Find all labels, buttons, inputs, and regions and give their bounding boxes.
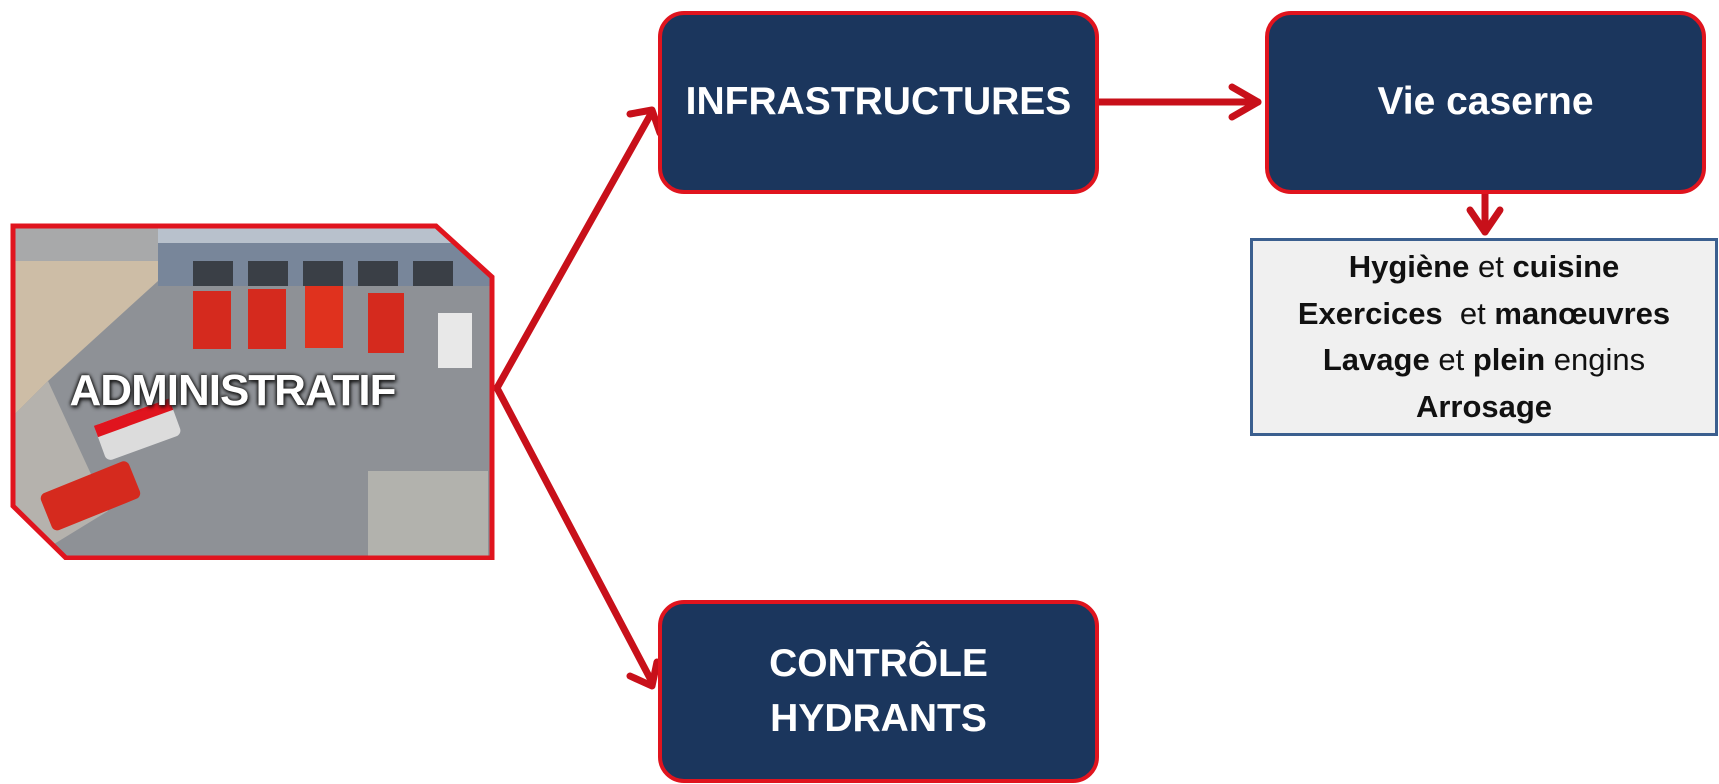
arrow-head (626, 658, 661, 690)
detail-bold: Exercices (1297, 295, 1443, 331)
detail-bold: Lavage (1322, 342, 1430, 377)
arrow-head (1228, 83, 1262, 121)
administratif-label: ADMINISTRATIF (69, 365, 397, 415)
detail-line: Lavage et plein engins (1323, 337, 1645, 384)
detail-line: Arrosage (1416, 384, 1552, 431)
detail-line: Hygiène et cuisine (1349, 244, 1620, 291)
detail-bold: cuisine (1512, 249, 1620, 284)
detail-bold: manœuvres (1494, 295, 1671, 331)
controle-hydrants-node[interactable]: CONTRÔLE HYDRANTS (658, 600, 1099, 783)
detail-text: et (1429, 342, 1473, 377)
controle-label-line1: CONTRÔLE (769, 641, 988, 685)
fire-station-photo (10, 223, 495, 560)
detail-bold: Hygiène (1348, 249, 1470, 284)
arrow-head (1466, 206, 1504, 236)
controle-label-line2: HYDRANTS (770, 696, 987, 740)
vie-caserne-details: Hygiène et cuisine Exercices et manœuvre… (1250, 238, 1718, 436)
vie-caserne-label: Vie caserne (1377, 80, 1594, 124)
infrastructures-label: INFRASTRUCTURES (685, 80, 1072, 124)
detail-line: Exercices et manœuvres (1298, 291, 1670, 338)
infrastructures-node[interactable]: INFRASTRUCTURES (658, 11, 1099, 194)
detail-text: engins (1545, 342, 1646, 377)
arrow-root-to-infrastructures (493, 108, 656, 392)
detail-bold: plein (1472, 342, 1546, 377)
detail-text: et (1469, 249, 1513, 284)
administratif-photo-node[interactable]: ADMINISTRATIF (8, 221, 497, 560)
arrow-head (626, 106, 664, 137)
detail-bold: Arrosage (1415, 388, 1553, 424)
arrow-root-to-controle (493, 384, 656, 686)
detail-text: et (1442, 295, 1495, 331)
vie-caserne-node[interactable]: Vie caserne (1265, 11, 1706, 194)
